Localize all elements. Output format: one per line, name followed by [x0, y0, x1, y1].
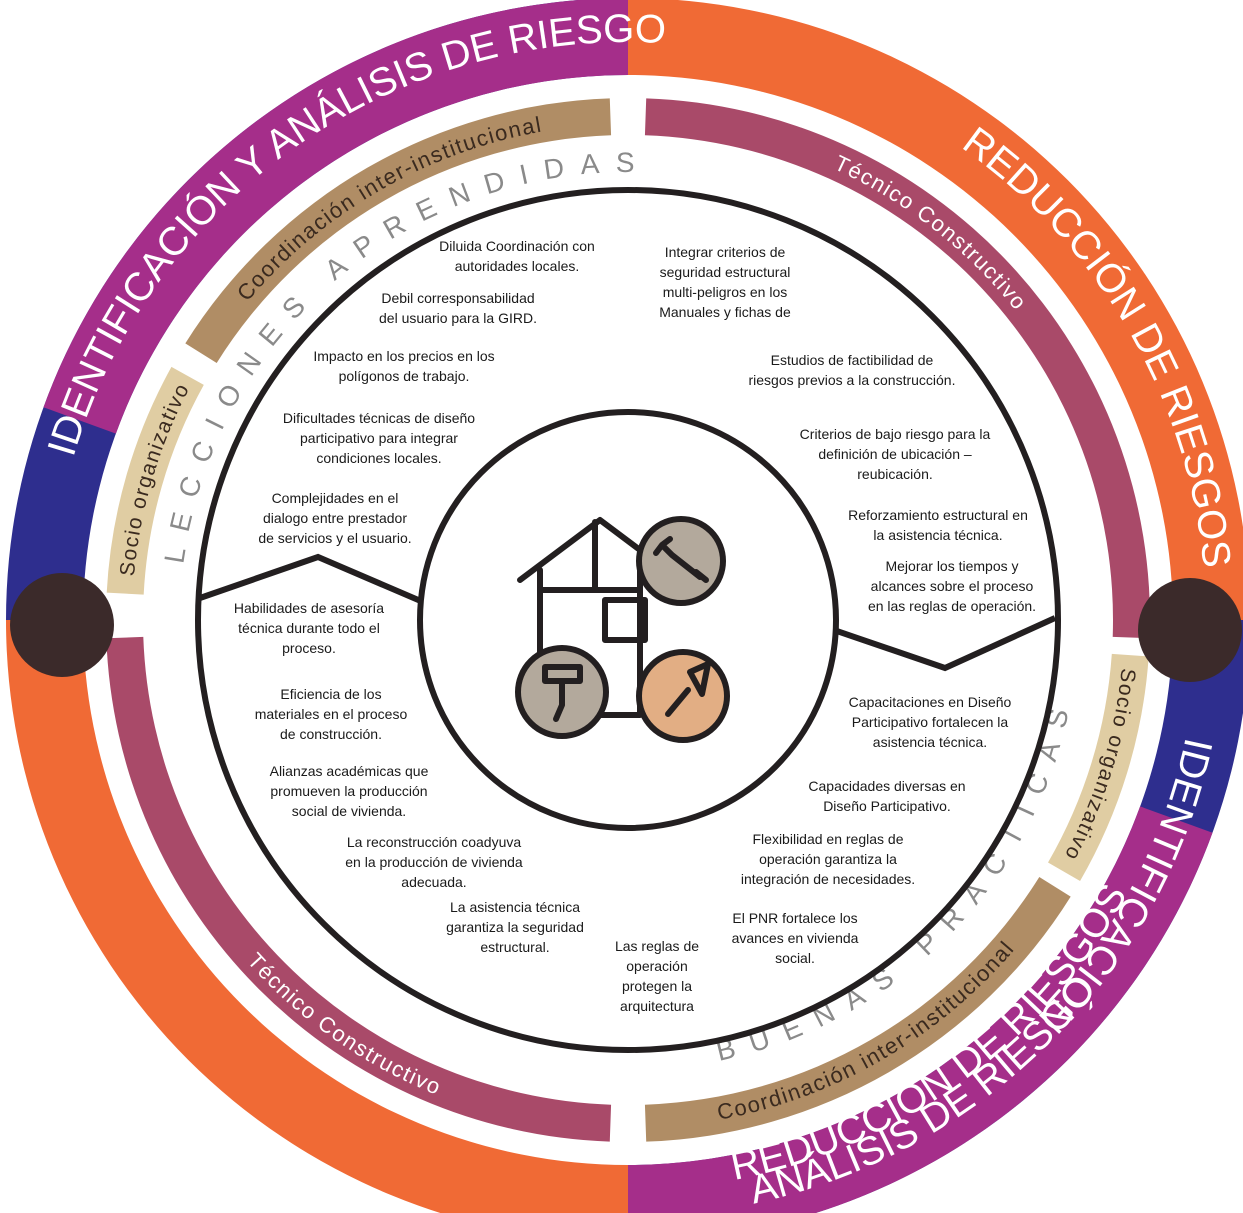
leccion-item-line: Diluida Coordinación con	[439, 238, 595, 254]
buena-practica-item-line: Las reglas de	[615, 938, 699, 954]
buena-practica-item-line: técnica durante todo el	[238, 620, 380, 636]
buena-practica-item-line: garantiza la seguridad	[446, 919, 584, 935]
leccion-item-line: polígonos de trabajo.	[339, 368, 470, 384]
buena-practica-item: Habilidades de asesoría técnica durante t…	[234, 600, 384, 656]
buena-practica-item: El PNR fortalece los avances en vivienda s…	[732, 910, 859, 966]
buena-practica-item-line: integración de necesidades.	[741, 871, 915, 887]
buena-practica-item-line: arquitectura	[620, 998, 694, 1014]
band-socio-right	[1048, 653, 1149, 881]
leccion-item-line: autoridades locales.	[455, 258, 580, 274]
leccion-item: Impacto en los precios en los polígonos d…	[313, 348, 494, 384]
buena-practica-item-line: El PNR fortalece los	[732, 910, 857, 926]
buena-practica-item-line: Capacidades diversas en	[808, 778, 965, 794]
buena-practica-item: Flexibilidad en reglas de operación garan…	[741, 831, 915, 887]
leccion-item-line: Estudios de factibilidad de	[771, 352, 934, 368]
outer-label-identificacion-right: IDENTIFICACIÓN	[1030, 735, 1220, 1042]
leccion-item-line: reubicación.	[857, 466, 933, 482]
divider-right	[827, 615, 1057, 672]
buena-practica-item-line: social de vivienda.	[292, 803, 406, 819]
leccion-item-line: Manuales y fichas de	[659, 304, 791, 320]
divider-left	[199, 553, 432, 608]
center-circle	[417, 409, 839, 831]
band-socio-left	[106, 366, 204, 595]
leccion-item-line: de servicios y el usuario.	[258, 530, 411, 546]
buena-practica-item-line: en la producción de vivienda	[345, 854, 523, 870]
outer-segment-analisis-bottom	[628, 806, 1213, 1213]
leccion-item: Debil corresponsabilidad del usuario para…	[379, 290, 537, 326]
leccion-item-line: alcances sobre el proceso	[871, 578, 1034, 594]
buena-practica-item-line: Alianzas académicas que	[270, 763, 429, 779]
buena-practica-item-line: La asistencia técnica	[450, 899, 580, 915]
buena-practica-item-line: operación	[626, 958, 688, 974]
buena-practica-item-line: avances en vivienda	[732, 930, 859, 946]
leccion-item-line: definición de ubicación –	[818, 446, 972, 462]
items-layer: Diluida Coordinación con autoridades loca…	[234, 238, 1036, 1014]
leccion-item-line: condiciones locales.	[316, 450, 441, 466]
buena-practica-item-line: Habilidades de asesoría	[234, 600, 384, 616]
buena-practica-item-line: operación garantiza la	[759, 851, 897, 867]
leccion-item: Reforzamiento estructural en la asistenci…	[848, 507, 1028, 543]
leccion-item-line: Integrar criterios de	[665, 244, 786, 260]
leccion-item-line: Mejorar los tiempos y	[885, 558, 1018, 574]
leccion-item-line: Reforzamiento estructural en	[848, 507, 1028, 523]
buena-practica-item-line: estructural.	[480, 939, 549, 955]
leccion-item-line: del usuario para la GIRD.	[379, 310, 537, 326]
rings-layer	[6, 0, 1243, 1213]
buena-practica-item-line: Eficiencia de los	[280, 686, 381, 702]
buena-practica-item-line: asistencia técnica.	[873, 734, 987, 750]
buena-practica-item-line: adecuada.	[401, 874, 466, 890]
buena-practica-item-line: Diseño Participativo.	[823, 798, 951, 814]
leccion-item-line: Complejidades en el	[272, 490, 399, 506]
outer-segment-reduccion-top	[628, 0, 1243, 620]
buena-practica-item-line: proceso.	[282, 640, 336, 656]
junction-dot-right	[1138, 578, 1242, 682]
band-coordinacion-top	[185, 98, 612, 363]
leccion-item: Estudios de factibilidad de riesgos previ…	[749, 352, 956, 388]
buena-practica-item-line: promueven la producción	[270, 783, 427, 799]
outer-segment-reduccion-bottom	[6, 620, 628, 1213]
house-tools-icon	[515, 516, 730, 743]
buena-practica-item-line: protegen la	[622, 978, 692, 994]
leccion-item-line: Criterios de bajo riesgo para la	[800, 426, 991, 442]
buena-practica-item-line: materiales en el proceso	[255, 706, 408, 722]
buena-practica-item: Las reglas de operación protegen la arquite…	[615, 938, 699, 1014]
buena-practica-item: La reconstrucción coadyuva en la producci…	[345, 834, 523, 890]
leccion-item-line: multi-peligros en los	[663, 284, 788, 300]
leccion-item-line: Impacto en los precios en los	[313, 348, 494, 364]
leccion-item-line: Dificultades técnicas de diseño	[283, 410, 475, 426]
leccion-item: Dificultades técnicas de diseño participa…	[283, 410, 475, 466]
leccion-item: Diluida Coordinación con autoridades loca…	[439, 238, 595, 274]
inner-circle-layer	[195, 187, 1061, 1053]
leccion-item-line: en las reglas de operación.	[868, 598, 1036, 614]
band-tecnico-bottom	[106, 636, 612, 1142]
band-tecnico-top	[644, 98, 1150, 639]
leccion-item-line: riesgos previos a la construcción.	[749, 372, 956, 388]
leccion-item: Criterios de bajo riesgo para la definici…	[800, 426, 991, 482]
band-coordinacion-bottom	[644, 877, 1071, 1142]
buena-practica-item-line: Participativo fortalecen la	[852, 714, 1009, 730]
leccion-item: Integrar criterios de seguridad estructur…	[659, 244, 791, 320]
leccion-item-line: dialogo entre prestador	[263, 510, 407, 526]
buena-practica-item: Alianzas académicas que promueven la prod…	[270, 763, 429, 819]
junction-dot-left	[10, 573, 114, 677]
leccion-item-line: seguridad estructural	[660, 264, 791, 280]
leccion-item-line: la asistencia técnica.	[873, 527, 1002, 543]
outer-segment-analisis-top	[43, 0, 628, 434]
buena-practica-item-line: de construcción.	[280, 726, 382, 742]
buena-practica-item-line: Flexibilidad en reglas de	[753, 831, 904, 847]
buena-practica-item: La asistencia técnica garantiza la seguri…	[446, 899, 584, 955]
buena-practica-item: Capacidades diversas en Diseño Participat…	[808, 778, 965, 814]
leccion-item: Mejorar los tiempos y alcances sobre el p…	[868, 558, 1036, 614]
buena-practica-item-line: Capacitaciones en Diseño	[849, 694, 1012, 710]
buena-practica-item-line: social.	[775, 950, 815, 966]
buena-practica-item: Eficiencia de los materiales en el proces…	[255, 686, 408, 742]
leccion-item: Complejidades en el dialogo entre prestad…	[258, 490, 411, 546]
leccion-item-line: Debil corresponsabilidad	[381, 290, 534, 306]
leccion-item-line: participativo para integrar	[300, 430, 458, 446]
buena-practica-item-line: La reconstrucción coadyuva	[347, 834, 522, 850]
